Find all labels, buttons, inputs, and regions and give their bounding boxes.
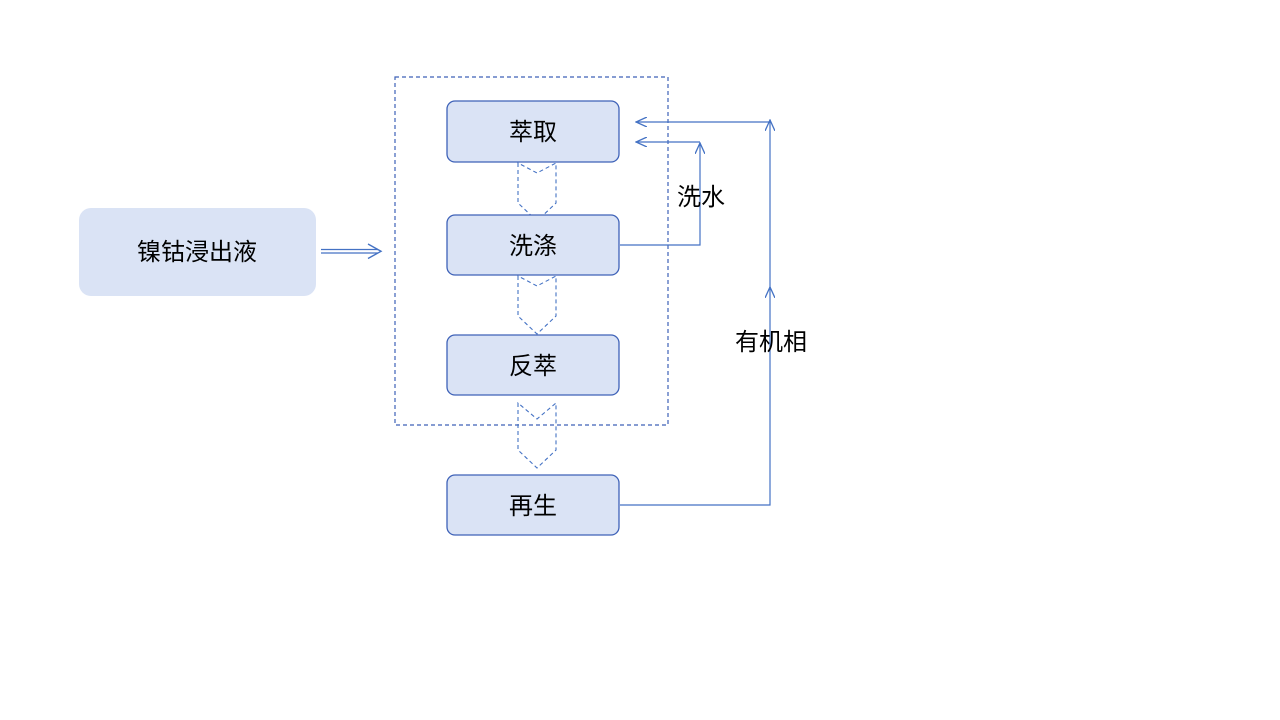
source-node: 镍钴浸出液 xyxy=(79,208,316,296)
flow-chevron-3 xyxy=(517,401,557,469)
feed-arrow-head xyxy=(367,243,383,260)
step-extraction: 萃取 xyxy=(446,100,620,163)
step-stripping-label: 反萃 xyxy=(509,352,557,380)
step-washing: 洗涤 xyxy=(446,214,620,276)
feed-arrow xyxy=(321,243,383,260)
flow-chevron-1 xyxy=(517,162,557,222)
organic-phase-recycle xyxy=(620,120,770,506)
step-stripping: 反萃 xyxy=(446,334,620,396)
flow-chevron-2 xyxy=(517,275,557,335)
step-regeneration-label: 再生 xyxy=(509,492,557,520)
extraction-stage-frame xyxy=(394,76,669,426)
source-box xyxy=(79,208,316,296)
step-washing-label: 洗涤 xyxy=(509,232,557,260)
wash-water-loop xyxy=(620,142,700,246)
organic-phase-label: 有机相 xyxy=(735,328,807,356)
source-label: 镍钴浸出液 xyxy=(137,238,257,266)
step-regeneration: 再生 xyxy=(446,474,620,536)
step-extraction-label: 萃取 xyxy=(509,118,557,146)
wash-water-label: 洗水 xyxy=(677,183,725,211)
